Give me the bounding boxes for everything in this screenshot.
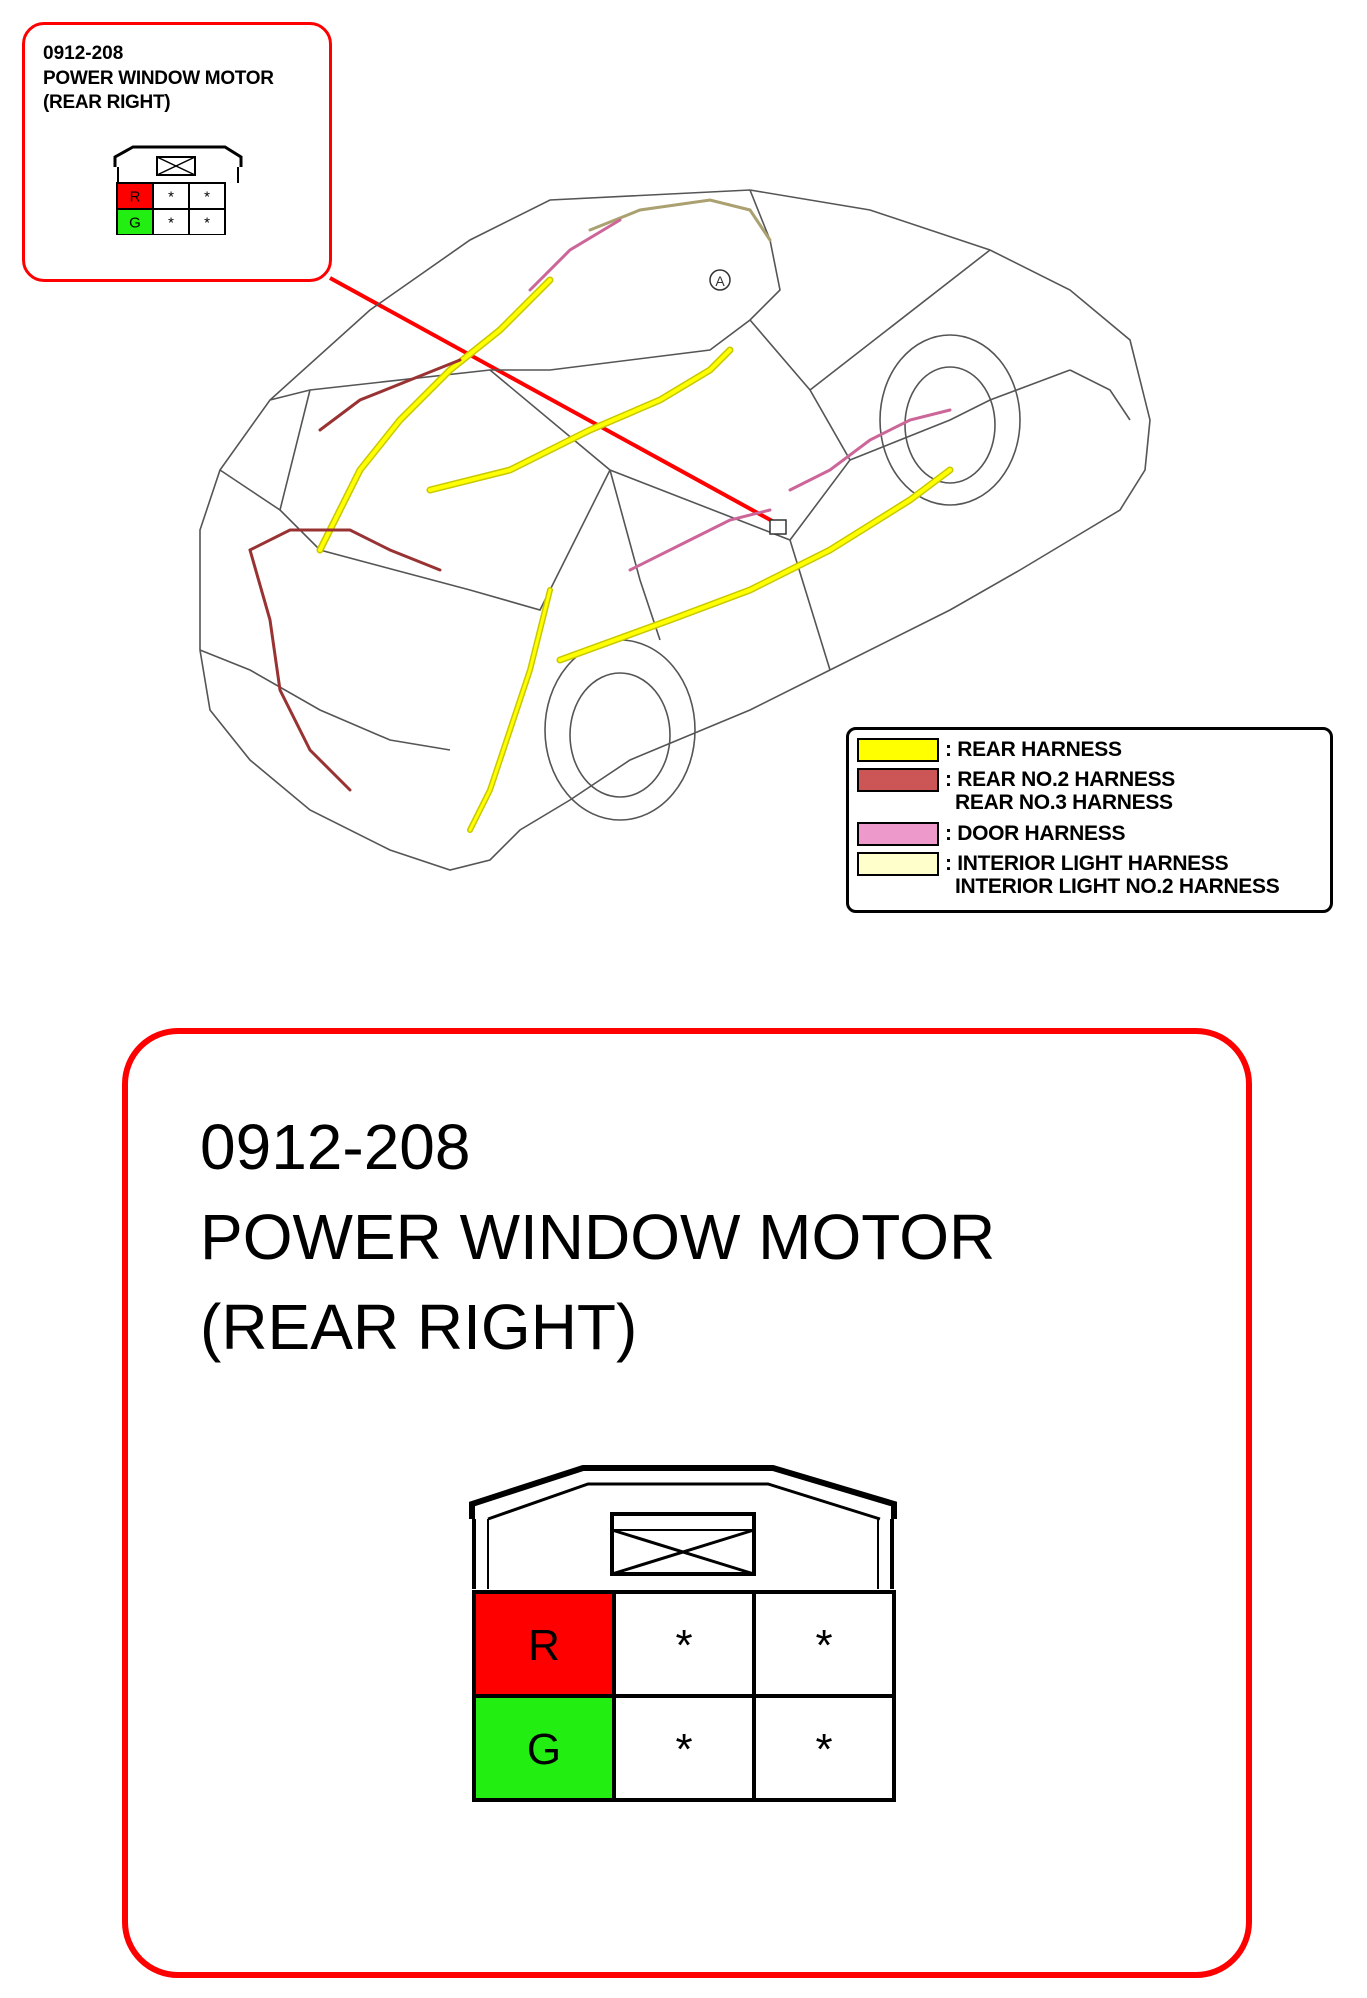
legend-label-line: : DOOR HARNESS: [945, 822, 1126, 845]
ground-point-a-marker: [709, 269, 731, 291]
connector-name-small-line2: (REAR RIGHT): [43, 92, 171, 113]
legend-swatch: [857, 738, 939, 762]
connector-face-large: R * * G * *: [469, 1465, 897, 1802]
connector-pin-label: G: [129, 214, 141, 231]
connector-pin-label: R: [130, 188, 141, 205]
connector-pin-cell: [188, 208, 226, 235]
legend-item: : DOOR HARNESS: [857, 822, 1125, 846]
vehicle-harness-illustration: A: [199, 189, 1151, 871]
connector-name-line2: (REAR RIGHT): [200, 1291, 638, 1363]
vehicle-body-outline: [199, 189, 1151, 871]
harness-paths: [248, 198, 954, 833]
connector-pin-label: G: [527, 1725, 561, 1774]
connector-pin-cell: [472, 1694, 616, 1802]
connector-pin-cell: [752, 1694, 896, 1802]
ground-point-a-label: A: [715, 273, 725, 289]
connector-callout-small: 0912-208 POWER WINDOW MOTOR (REAR RIGHT)…: [22, 22, 332, 282]
connector-pin-label: *: [168, 188, 174, 205]
legend-label-line: REAR NO.3 HARNESS: [955, 791, 1173, 814]
legend-label: : DOOR HARNESS: [945, 822, 1125, 845]
connector-pin-label: *: [675, 1725, 692, 1774]
connector-code-small: 0912-208: [43, 43, 124, 64]
legend-label-line: INTERIOR LIGHT NO.2 HARNESS: [955, 875, 1280, 898]
legend-label-line: : INTERIOR LIGHT HARNESS: [945, 852, 1229, 875]
connector-pin-label: *: [675, 1621, 692, 1670]
connector-pin-label: *: [815, 1621, 832, 1670]
connector-location-marker: [769, 519, 787, 535]
connector-pin-cell: [116, 208, 154, 235]
connector-pin-label: R: [528, 1621, 560, 1670]
connector-pin-cell: [152, 208, 190, 235]
connector-code: 0912-208: [200, 1111, 471, 1183]
legend-swatch: [857, 768, 939, 792]
connector-pin-label: *: [204, 214, 210, 231]
legend-item: : REAR HARNESS: [857, 738, 1122, 762]
connector-callout-large: 0912-208 POWER WINDOW MOTOR (REAR RIGHT)…: [122, 1028, 1252, 1978]
connector-name-line1: POWER WINDOW MOTOR: [200, 1201, 996, 1273]
connector-pin-label: *: [815, 1725, 832, 1774]
connector-pin-cell: [752, 1590, 896, 1698]
connector-pin-label: *: [204, 188, 210, 205]
connector-pin-cell: [612, 1694, 756, 1802]
legend-swatch: [857, 852, 939, 876]
legend-swatch: [857, 822, 939, 846]
connector-name-small-line1: POWER WINDOW MOTOR: [43, 68, 274, 89]
connector-pin-label: *: [168, 214, 174, 231]
connector-face-small: R * * G * *: [113, 145, 243, 235]
legend-label-line: : REAR NO.2 HARNESS: [945, 768, 1175, 791]
legend-label-line: : REAR HARNESS: [945, 738, 1122, 761]
legend-label: : REAR HARNESS: [945, 738, 1122, 761]
